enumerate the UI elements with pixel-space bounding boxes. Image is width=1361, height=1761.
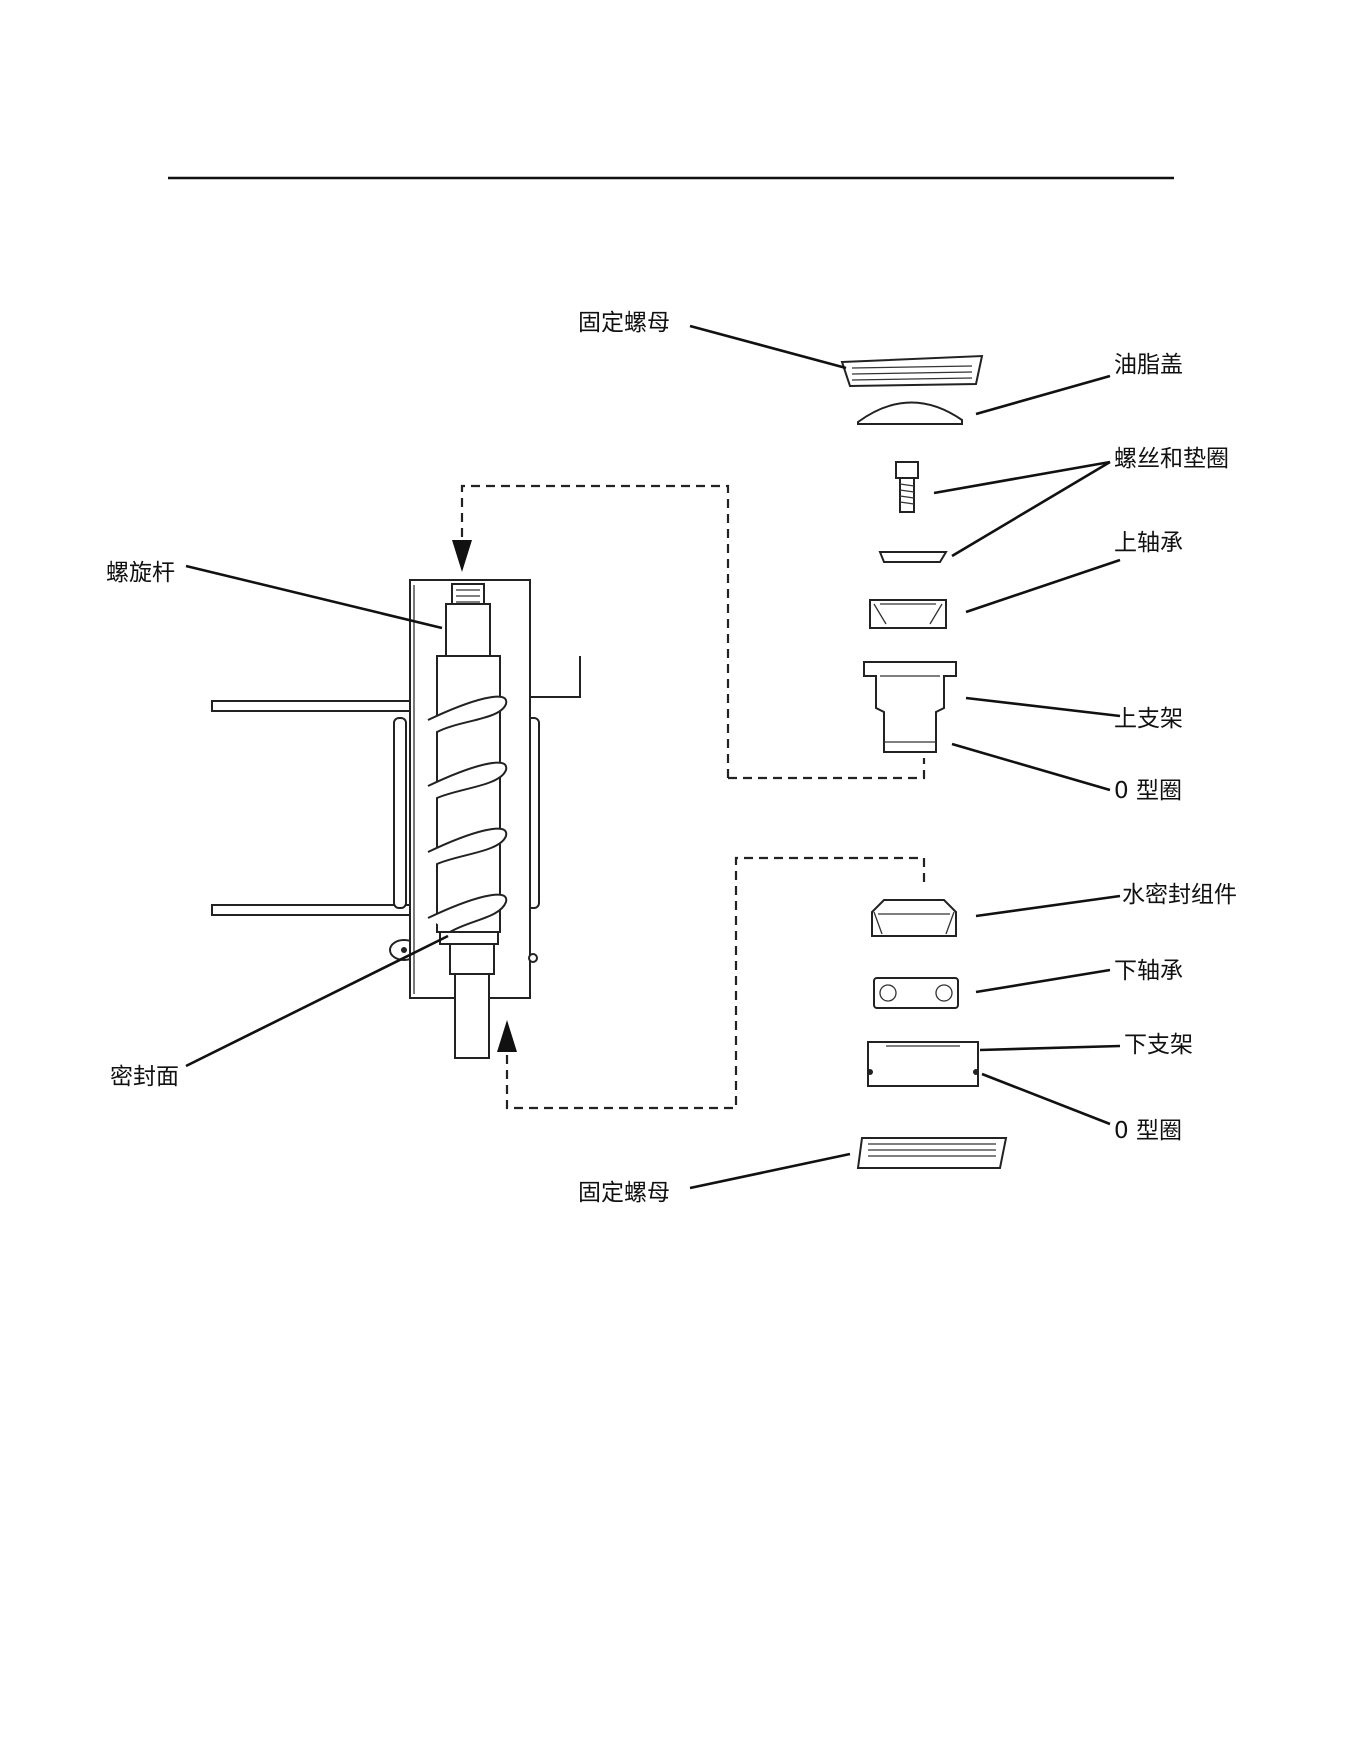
lower-bearing-part xyxy=(874,978,958,1008)
label-grease-cap: 油脂盖 xyxy=(1114,352,1183,378)
shaft-upper xyxy=(446,604,490,656)
upper-guide-bottom xyxy=(728,758,924,778)
lug-hole xyxy=(401,947,407,953)
upper-guide-arrow xyxy=(452,540,472,572)
shaft-tail xyxy=(455,974,489,1058)
lower-side-rod xyxy=(212,905,410,915)
upper-bearing-part xyxy=(870,600,946,628)
upper-bracket-part xyxy=(864,662,956,752)
label-o-ring-upper: 0 型圈 xyxy=(1114,778,1182,804)
label-screw-washer: 螺丝和垫圈 xyxy=(1114,446,1229,472)
shaft-top-thread xyxy=(452,584,484,606)
label-water-seal: 水密封组件 xyxy=(1122,882,1237,908)
label-o-ring-lower: 0 型圈 xyxy=(1114,1118,1182,1144)
label-auger: 螺旋杆 xyxy=(106,560,175,586)
fixing-nut-bottom-part xyxy=(858,1138,1006,1168)
label-lower-bracket: 下支架 xyxy=(1124,1032,1193,1058)
auger-assembly xyxy=(212,580,580,1058)
label-seal-face: 密封面 xyxy=(110,1064,179,1090)
seal-collar xyxy=(440,932,498,944)
label-fixing-nut-top: 固定螺母 xyxy=(578,310,670,336)
housing-bolt xyxy=(529,954,537,962)
fixing-nut-top-part xyxy=(842,356,982,386)
water-seal-part xyxy=(872,900,956,936)
label-upper-bearing: 上轴承 xyxy=(1114,530,1183,556)
upper-side-rod xyxy=(212,701,410,711)
handle-hook xyxy=(528,656,580,697)
leader-lines xyxy=(186,326,1120,1188)
lower-guide-path xyxy=(507,858,924,1108)
washer-part xyxy=(880,552,946,562)
left-frame-bar xyxy=(394,718,406,908)
grease-cap-part xyxy=(858,402,962,424)
shaft-lower xyxy=(450,944,494,974)
screw-part xyxy=(896,462,918,512)
label-lower-bearing: 下轴承 xyxy=(1114,958,1183,984)
label-upper-bracket: 上支架 xyxy=(1114,706,1183,732)
label-fixing-nut-bottom: 固定螺母 xyxy=(578,1180,670,1206)
lower-guide-arrow xyxy=(497,1020,517,1052)
lower-bracket-part xyxy=(867,1042,979,1086)
